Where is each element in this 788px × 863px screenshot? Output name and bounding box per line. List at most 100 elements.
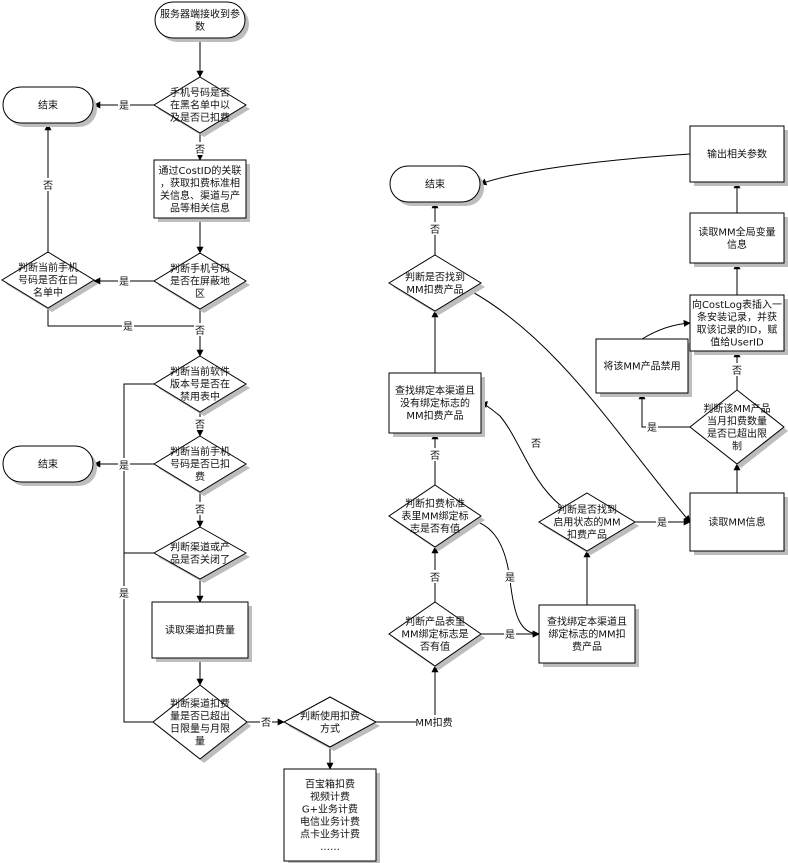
node-text-line: 绑定标志的MM扣 xyxy=(548,628,625,641)
node-text-line: 品等相关信息 xyxy=(170,201,230,214)
node-text-line: 判断该MM产品 xyxy=(703,402,770,415)
edge-label-no: 否 xyxy=(261,717,271,729)
node-read-channel-fee: 读取渠道扣费量 xyxy=(151,601,252,662)
edge-label-no: 否 xyxy=(531,438,541,450)
node-text-line: 判断当前手机 xyxy=(170,445,230,458)
node-output-params: 输出相关参数 xyxy=(689,125,788,186)
node-text-line: 量是否已超出 xyxy=(170,709,230,722)
node-text-line: 判断当前软件 xyxy=(170,365,230,378)
node-text-line: 区 xyxy=(195,288,205,300)
node-text-line: 品是否关闭了 xyxy=(170,553,230,566)
node-text-line: …… xyxy=(320,842,340,853)
connector-line xyxy=(376,665,439,723)
node-text-line: 表里MM绑定标 xyxy=(401,510,468,523)
node-text-line: 条安装记录，并获 xyxy=(697,310,777,323)
connector-line xyxy=(468,289,691,523)
edge-label-yes: 是 xyxy=(119,588,129,600)
node-text-line: 扣费产品 xyxy=(567,528,607,541)
edge-label-yes: 是 xyxy=(119,460,129,472)
node-text-line: 判断是否找到 xyxy=(557,503,617,516)
node-text-line: MM扣费产品 xyxy=(406,283,463,296)
edge-label-yes: 是 xyxy=(647,422,657,434)
node-text-line: MM绑定标志是 xyxy=(401,628,468,641)
node-text-line: 版本号是否在 xyxy=(170,378,230,391)
node-end-2: 结束 xyxy=(2,445,97,486)
node-text-line: 号码是否已扣 xyxy=(170,458,230,471)
node-text-line: 是否已超出限 xyxy=(707,427,767,440)
node-text-line: MM扣费产品 xyxy=(406,409,463,422)
node-text-line: 号码是否在白 xyxy=(18,274,78,287)
node-text-line: 取该记录的ID，赋 xyxy=(697,323,778,336)
node-text-line: 是否在屏蔽地 xyxy=(170,275,230,288)
node-text-line: 查找绑定本渠道且 xyxy=(395,384,475,397)
node-text-line: 关信息、渠道与产 xyxy=(160,189,240,202)
connector-line xyxy=(461,518,540,638)
node-disable-mm-product: 将该MM产品禁用 xyxy=(595,338,692,397)
node-other-methods: 百宝箱扣费视频计费G+业务计费电信业务计费点卡业务计费…… xyxy=(283,768,380,863)
node-text-line: 判断扣费标准 xyxy=(405,497,465,510)
edge-label-no: 否 xyxy=(732,365,742,377)
edge-label-no: 否 xyxy=(430,572,440,584)
edge-label-yes: 是 xyxy=(119,100,129,112)
node-text-line: 当月扣费数量 xyxy=(707,414,767,427)
node-text-line: 没有绑定标志的 xyxy=(400,397,470,410)
edge-label-no: 否 xyxy=(195,325,205,337)
node-text-line: 读取渠道扣费量 xyxy=(165,624,235,637)
node-text-line: 输出相关参数 xyxy=(707,148,767,161)
node-text-line: 判断使用扣费 xyxy=(300,709,360,722)
edge-label-yes: 是 xyxy=(119,276,129,288)
connector-line xyxy=(480,401,561,506)
node-text-line: G+业务计费 xyxy=(302,802,358,815)
edge-label-yes: 是 xyxy=(505,572,515,584)
node-text-line: 在黑名单中以 xyxy=(170,99,230,112)
node-text-line: 判断渠道或产 xyxy=(170,540,230,553)
node-text-line: 查找绑定本渠道且 xyxy=(547,615,627,628)
node-text-line: 否有值 xyxy=(420,640,450,653)
node-text-line: 百宝箱扣费 xyxy=(305,777,355,790)
node-text-line: 判断当前手机 xyxy=(18,261,78,274)
node-text-line: 判断产品表里 xyxy=(405,615,465,628)
node-text-line: 向CostLog表插入一 xyxy=(692,298,782,311)
connector-line xyxy=(638,392,690,428)
node-text-line: 判断手机号码 xyxy=(170,262,230,275)
node-text-line: 费 xyxy=(195,470,205,483)
connector-line xyxy=(641,319,691,340)
node-text-line: 志是否有值 xyxy=(410,522,460,535)
edge-label-yes: 是 xyxy=(657,517,667,529)
edge-label-yes: 是 xyxy=(123,321,133,333)
node-text-line: 名单中 xyxy=(33,286,63,299)
node-text-line: 制 xyxy=(732,439,742,452)
node-text-line: 数 xyxy=(195,20,205,33)
edge-label-yes: 是 xyxy=(505,629,515,641)
node-text-line: 信息 xyxy=(727,238,747,251)
node-text-line: ，获取扣费标准相 xyxy=(160,176,240,189)
node-text-line: 电信业务计费 xyxy=(300,815,360,828)
node-text-line: 值给UserID xyxy=(710,335,764,348)
connector-line xyxy=(479,153,691,186)
node-text-line: 视频计费 xyxy=(310,790,350,803)
node-text-line: 读取MM信息 xyxy=(708,516,765,529)
node-text-line: 启用状态的MM xyxy=(553,516,620,529)
node-text-line: 方式 xyxy=(320,722,340,735)
edge-label-no: 否 xyxy=(43,180,53,192)
connector-line xyxy=(47,308,200,327)
node-text-line: 费产品 xyxy=(572,640,602,653)
node-text-line: 结束 xyxy=(425,178,445,191)
